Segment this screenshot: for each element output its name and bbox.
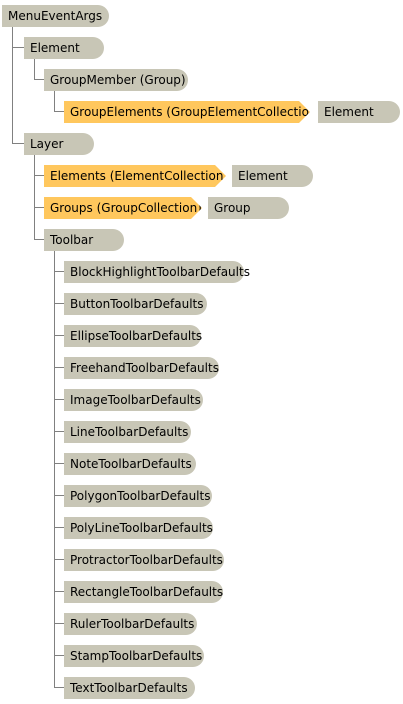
node-groups[interactable]: Groups (GroupCollection) [44,197,202,219]
node-layer[interactable]: Layer [24,133,94,155]
connector-toolbar-to-polygon [54,495,64,496]
node-text-toolbar-defaults[interactable]: TextToolbarDefaults [64,677,195,699]
connector-toolbar-to-freehand [54,367,64,368]
connector-element-trunk [34,59,35,80]
connector-root-to-element [12,47,24,48]
node-toolbar[interactable]: Toolbar [44,229,124,251]
node-ruler-toolbar-defaults[interactable]: RulerToolbarDefaults [64,613,197,635]
connector-toolbar-to-blockhighlight [54,271,64,272]
connector-toolbar-to-protractor [54,559,64,560]
connector-root-trunk [12,27,13,144]
connector-layer-to-groups [34,207,44,208]
node-elements[interactable]: Elements (ElementCollection) [44,165,226,187]
node-image-toolbar-defaults[interactable]: ImageToolbarDefaults [64,389,203,411]
node-ellipse-toolbar-defaults[interactable]: EllipseToolbarDefaults [64,325,202,347]
connector-groupmember-to-groupelements [54,111,64,112]
connector-element-to-groupmember [34,79,44,80]
node-protractor-toolbar-defaults[interactable]: ProtractorToolbarDefaults [64,549,224,571]
connector-toolbar-to-stamp [54,655,64,656]
node-line-toolbar-defaults[interactable]: LineToolbarDefaults [64,421,191,443]
node-freehand-toolbar-defaults[interactable]: FreehandToolbarDefaults [64,357,219,379]
node-groups-target[interactable]: Group [208,197,289,219]
connector-toolbar-to-polyline [54,527,64,528]
connector-layer-trunk [34,155,35,240]
node-rectangle-toolbar-defaults[interactable]: RectangleToolbarDefaults [64,581,223,603]
connector-toolbar-to-image [54,399,64,400]
connector-toolbar-to-line [54,431,64,432]
connector-layer-to-toolbar [34,239,44,240]
node-group-elements-target[interactable]: Element [318,101,400,123]
connector-toolbar-to-ellipse [54,335,64,336]
node-elements-target[interactable]: Element [232,165,313,187]
connector-toolbar-to-ruler [54,623,64,624]
connector-toolbar-trunk [54,251,55,688]
node-note-toolbar-defaults[interactable]: NoteToolbarDefaults [64,453,196,475]
node-polyline-toolbar-defaults[interactable]: PolyLineToolbarDefaults [64,517,213,539]
node-stamp-toolbar-defaults[interactable]: StampToolbarDefaults [64,645,204,667]
connector-toolbar-to-text [54,687,64,688]
connector-root-to-layer [12,143,24,144]
node-group-elements[interactable]: GroupElements (GroupElementCollection) [64,101,310,123]
node-polygon-toolbar-defaults[interactable]: PolygonToolbarDefaults [64,485,212,507]
connector-toolbar-to-note [54,463,64,464]
node-menu-event-args[interactable]: MenuEventArgs [2,5,109,27]
connector-toolbar-to-button [54,303,64,304]
connector-groupmember-trunk [54,91,55,112]
node-block-highlight-toolbar-defaults[interactable]: BlockHighlightToolbarDefaults [64,261,250,283]
node-button-toolbar-defaults[interactable]: ButtonToolbarDefaults [64,293,207,315]
connector-layer-to-elements [34,175,44,176]
node-group-member[interactable]: GroupMember (Group) [44,69,188,91]
connector-toolbar-to-rectangle [54,591,64,592]
node-element[interactable]: Element [24,37,104,59]
